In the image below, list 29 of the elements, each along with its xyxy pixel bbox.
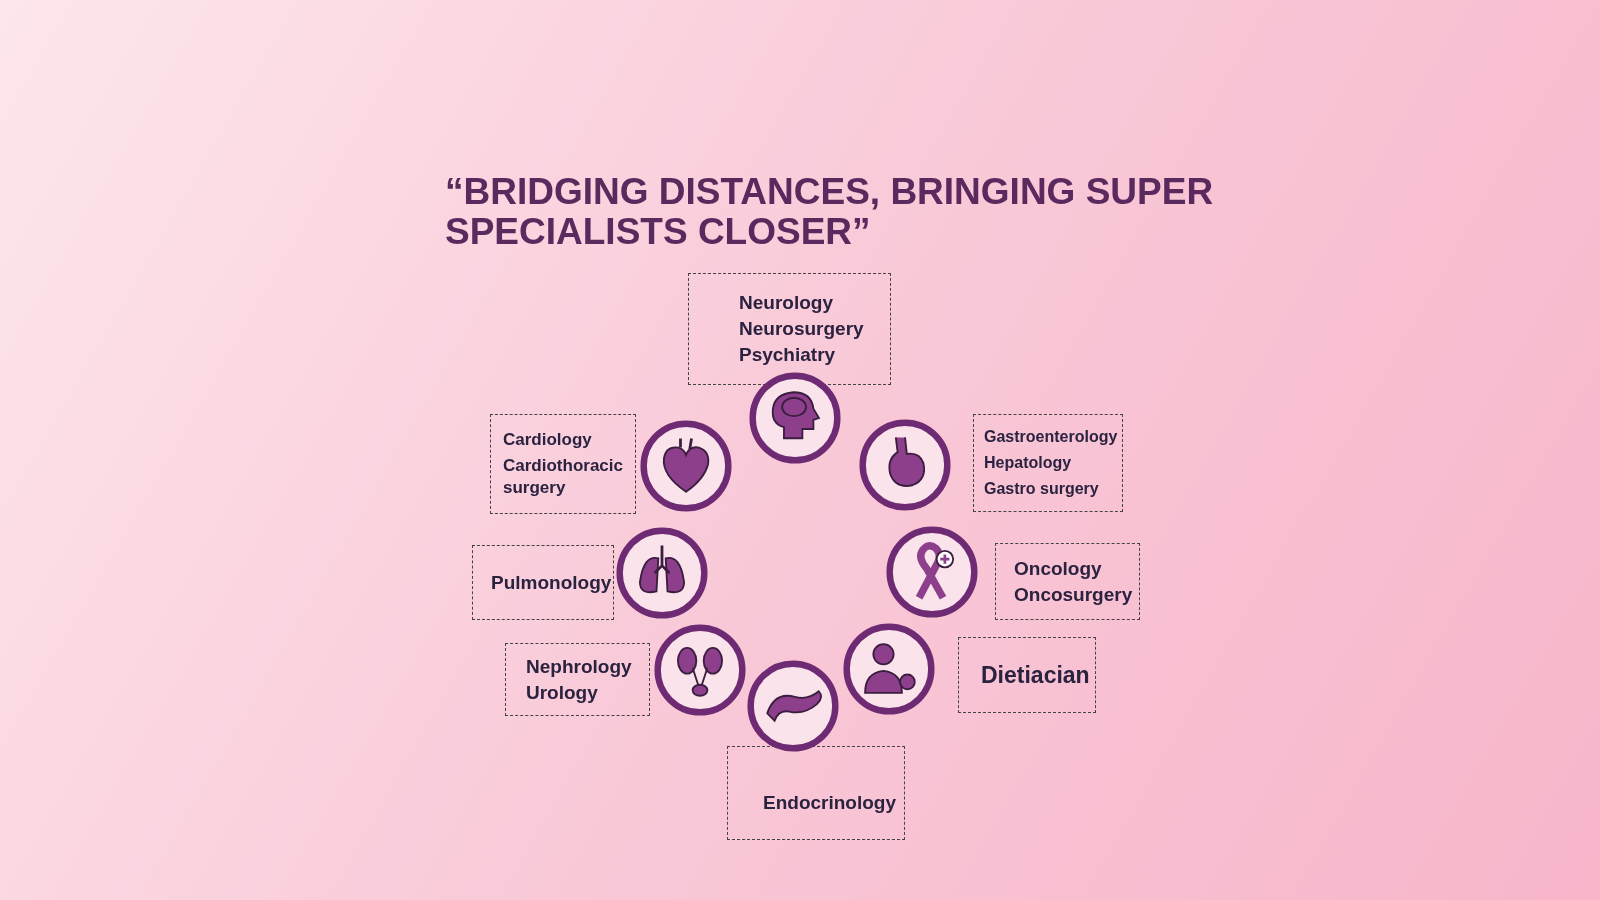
specialty-label: Neurosurgery — [739, 318, 865, 340]
ribbon-icon — [886, 526, 978, 618]
specialty-label: Hepatology — [984, 453, 1073, 473]
specialty-label: Oncosurgery — [1014, 583, 1134, 606]
specialty-label: Cardiology — [503, 429, 593, 451]
specialty-box — [472, 545, 614, 620]
specialty-label: Urology — [526, 681, 599, 704]
specialty-label: Nephrology — [526, 655, 633, 678]
stomach-icon — [859, 419, 951, 511]
specialty-box — [490, 414, 636, 514]
title-heading: “BRIDGING DISTANCES, BRINGING SUPER SPECIALISTS CLOSER” — [445, 172, 1215, 252]
head-brain-icon — [749, 372, 841, 464]
kidneys-icon — [654, 624, 746, 716]
lungs-icon — [616, 527, 708, 619]
specialty-label: Endocrinology — [763, 792, 897, 814]
specialty-label: Gastro surgery — [984, 479, 1100, 499]
specialty-box — [958, 637, 1096, 713]
specialty-label: Oncology — [1014, 557, 1103, 580]
specialty-label: Dietiacian — [981, 664, 1091, 686]
specialty-label: Pulmonology — [491, 571, 613, 594]
specialty-box — [505, 643, 650, 716]
specialty-box — [995, 543, 1140, 620]
specialty-box — [973, 414, 1123, 512]
specialty-label: Gastroenterology — [984, 427, 1119, 447]
specialty-label: Neurology — [739, 292, 834, 314]
person-icon — [843, 623, 935, 715]
specialty-label: Psychiatry — [739, 344, 837, 366]
specialty-label: Cardiothoracic surgery — [503, 455, 624, 499]
pancreas-icon — [747, 660, 839, 752]
